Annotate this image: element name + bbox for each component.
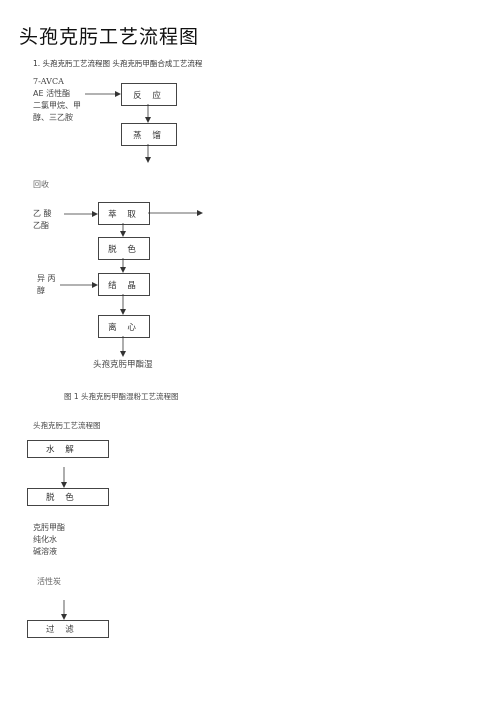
step-box-hydrolysis: 水 解 — [27, 440, 109, 458]
step-label: 蒸 馏 — [133, 130, 165, 141]
input-label-ipa-1: 异 丙 — [37, 274, 56, 283]
input-label-solvents-1: 二氯甲烷、甲 — [33, 101, 81, 110]
input-label-ester: 克肟甲酯 — [33, 523, 65, 532]
step-box-extract: 萃 取 — [98, 202, 150, 225]
input-label-purified-water: 纯化水 — [33, 535, 57, 544]
product-label: 头孢克肟甲酯湿 — [93, 360, 153, 370]
step-box-decolor: 脱 色 — [98, 237, 150, 260]
step-label: 脱 色 — [108, 244, 140, 255]
step-box-reaction: 反 应 — [121, 83, 177, 106]
step-box-filter: 过 滤 — [27, 620, 109, 638]
input-label-solvents-2: 醇、三乙胺 — [33, 113, 73, 122]
recycle-label: 回收 — [33, 180, 49, 189]
input-label-carbon: 活性炭 — [37, 577, 61, 586]
step-label: 离 心 — [108, 322, 140, 333]
step-label: 结 晶 — [108, 280, 140, 291]
step-box-crystal: 结 晶 — [98, 273, 150, 296]
step-label: 水 解 — [46, 445, 78, 455]
page-title: 头孢克肟工艺流程图 — [19, 26, 200, 48]
input-label-ipa-2: 醇 — [37, 286, 45, 295]
step-label: 脱 色 — [46, 493, 78, 503]
input-label-ae-ester: AE 活性酯 — [33, 89, 71, 98]
input-label-ethyl-1: 乙 酸 — [33, 209, 52, 218]
input-label-avca: 7-AVCA — [33, 77, 64, 86]
step-box-centrifuge: 离 心 — [98, 315, 150, 338]
step-label: 反 应 — [133, 90, 165, 101]
step-label: 过 滤 — [46, 625, 78, 635]
step-box-distill: 蒸 馏 — [121, 123, 177, 146]
section-heading-flow2: 头孢克肟工艺流程图 — [33, 421, 101, 430]
input-label-alkali: 碱溶液 — [33, 547, 57, 556]
figure-caption: 图 1 头孢克肟甲酯湿粉工艺流程图 — [64, 392, 179, 401]
input-label-ethyl-2: 乙酯 — [33, 221, 49, 230]
section-subtitle: 1. 头孢克肟工艺流程图 头孢克肟甲酯合成工艺流程 — [33, 59, 203, 68]
step-label: 萃 取 — [108, 209, 140, 220]
step-box-decolor-2: 脱 色 — [27, 488, 109, 506]
